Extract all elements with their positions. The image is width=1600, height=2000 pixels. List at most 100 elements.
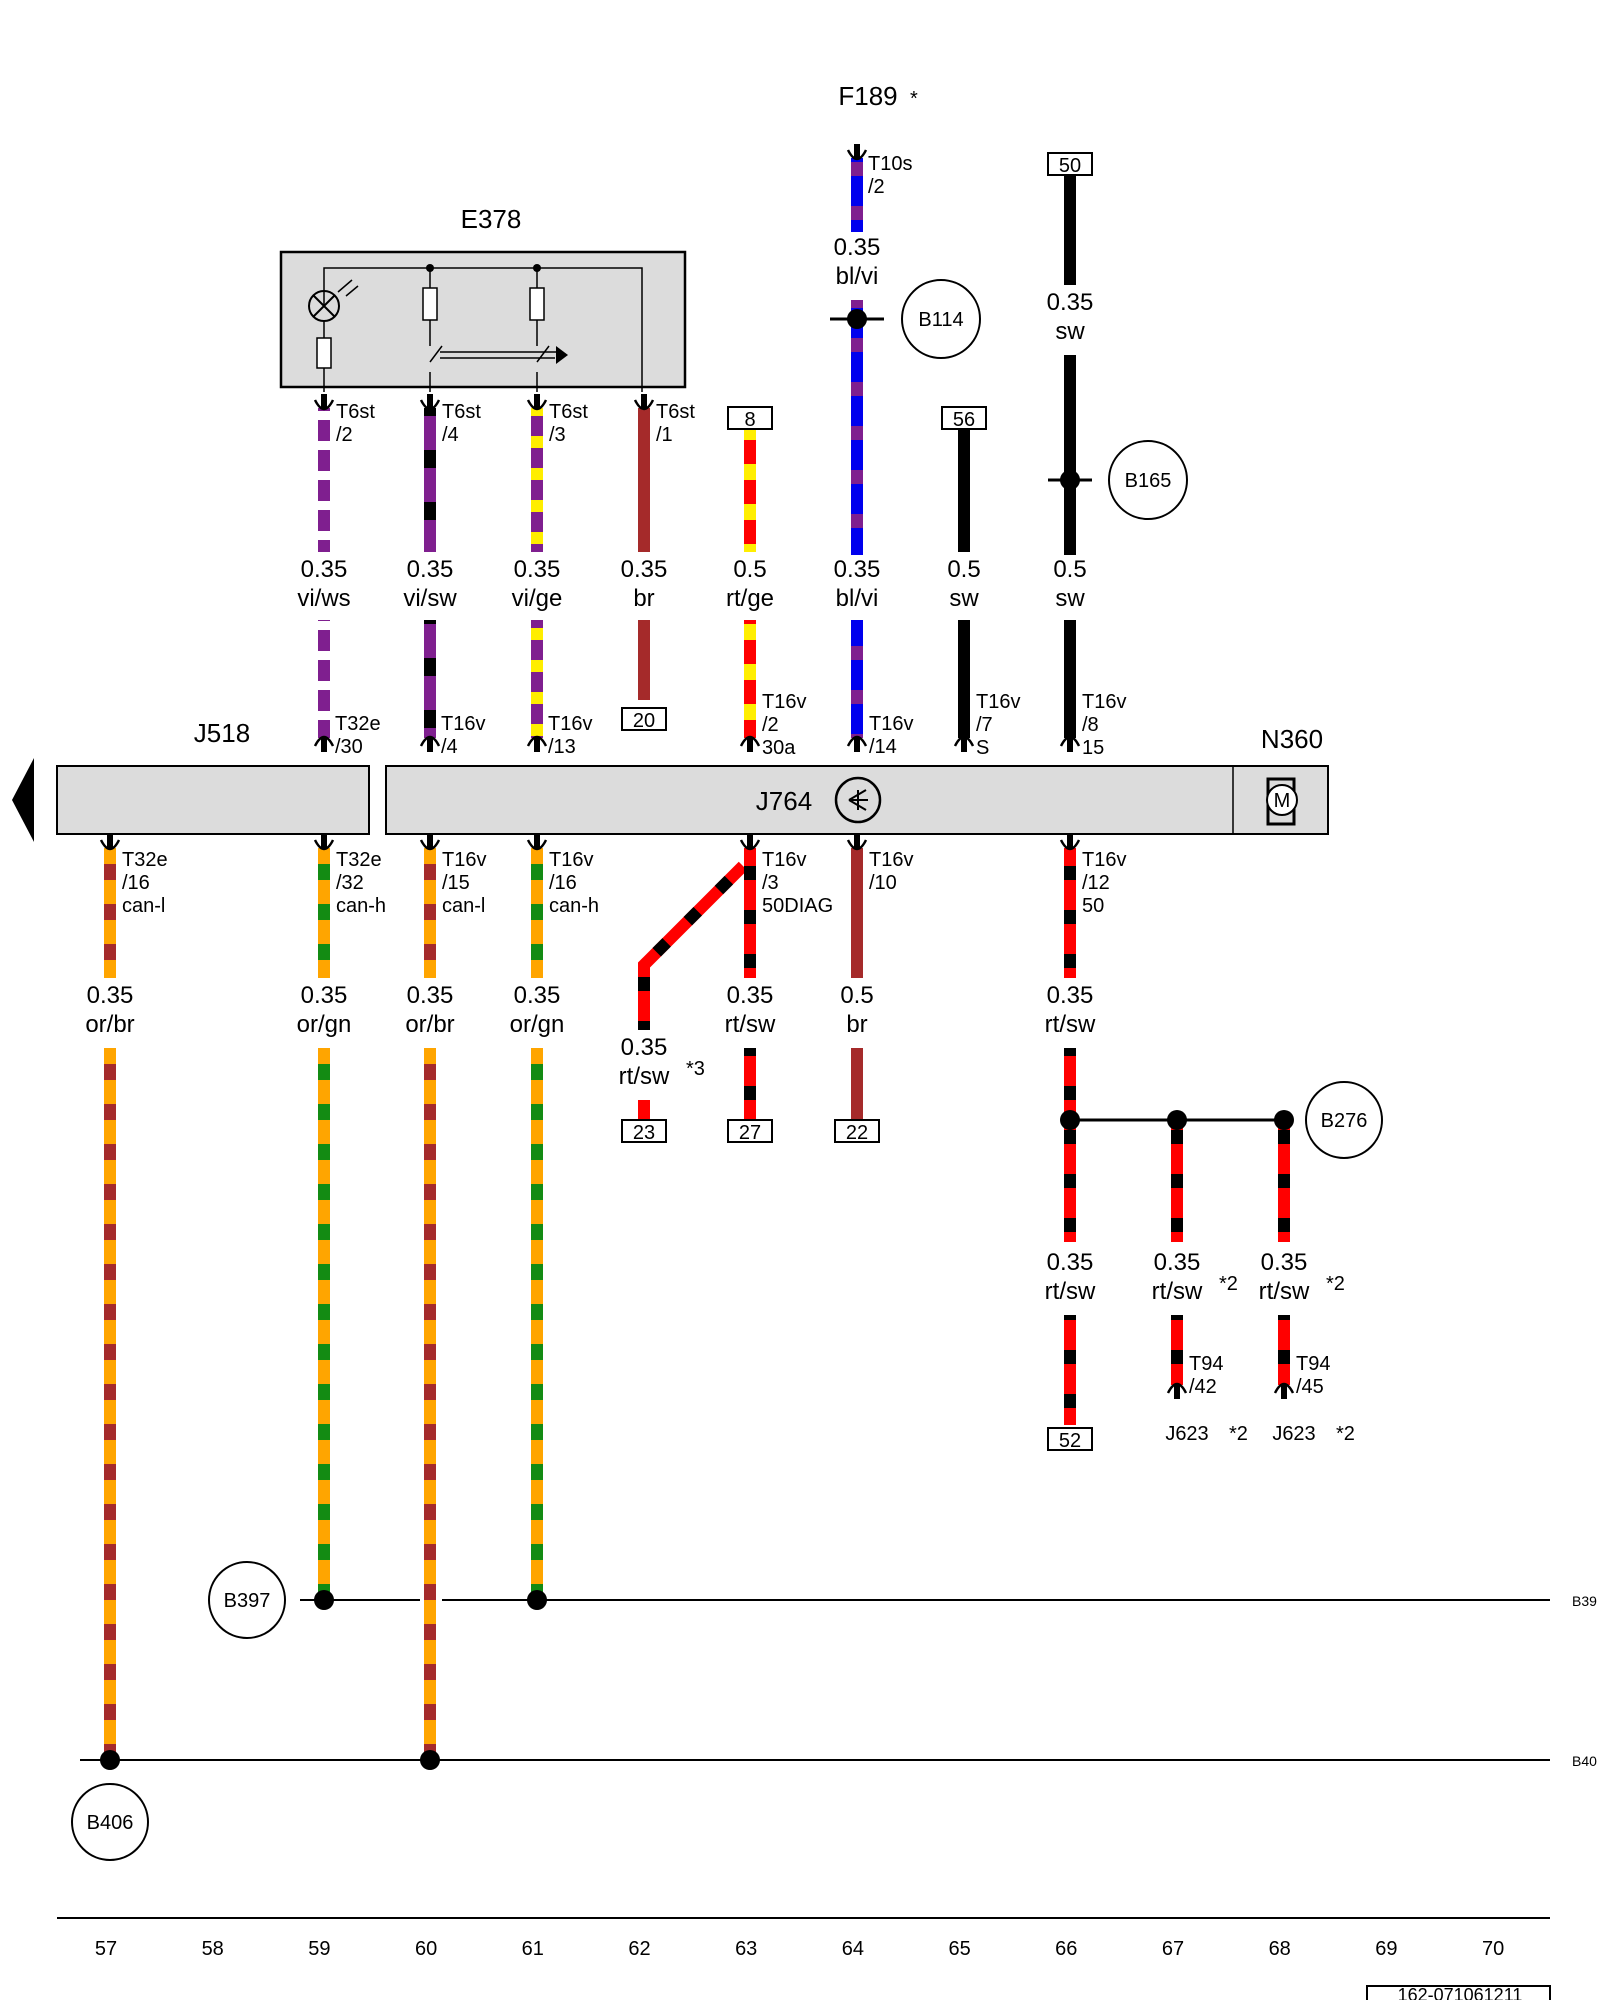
pin-t94-45-l2: /45 (1296, 1376, 1324, 1398)
wire-label-can-1-size: 0.35 (301, 982, 348, 1009)
connector-t16v-8 (1059, 735, 1081, 752)
arrow-icon (556, 346, 568, 364)
wire-label-f189-upper-color: bl/vi (836, 263, 879, 290)
pin-t16v-12-l2: /12 (1082, 872, 1110, 894)
pin-t10s-2-l2: /2 (868, 176, 885, 198)
terminal-20-label: 20 (633, 710, 655, 732)
pin-t16v-3-l2: /3 (762, 872, 779, 894)
track-number-64: 64 (842, 1938, 864, 1960)
wire-to-t94-45 (1278, 1315, 1290, 1385)
splice-b114-node (847, 309, 867, 329)
connector-t10s-2-pin (854, 144, 860, 158)
wire-f189-lower (851, 300, 863, 555)
wire-to-22 (851, 1048, 863, 1122)
terminal-8-label: 8 (744, 409, 755, 431)
track-number-62: 62 (628, 1938, 650, 1960)
connector-t10s-2-arc (846, 149, 868, 161)
pin-t16v-10-l1: T16v (869, 849, 913, 871)
resistor-icon-0 (422, 287, 438, 321)
pin-t16v-12-l1: T16v (1082, 849, 1126, 871)
pin-t16v-2-l3: 30a (762, 737, 796, 759)
wire-label-diag-branch-note: *3 (686, 1058, 705, 1080)
pin-t16v-14-l1: T16v (869, 713, 913, 735)
wire-label-can-3-color: or/gn (510, 1011, 565, 1038)
doc-number: 162-071061211 (1398, 1985, 1523, 2000)
wire-label-t8-size: 0.5 (733, 556, 766, 583)
resistor-icon-lamp (316, 337, 332, 369)
track-number-57: 57 (95, 1938, 117, 1960)
wire-label-can-2-size: 0.35 (407, 982, 454, 1009)
connector-t32e-30-pin (321, 738, 327, 752)
component-b165-circle (1108, 440, 1188, 520)
e378-internal-schematic (308, 264, 643, 392)
component-b165-label: B165 (1125, 470, 1172, 492)
wire-t50-upper (1064, 175, 1076, 285)
pin-e378-out-1-l1: T6st (442, 401, 481, 423)
track-number-61: 61 (522, 1938, 544, 1960)
connector-can-3-pin (534, 834, 540, 848)
connector-t16v-8-arc (1059, 735, 1081, 747)
connector-t16v-8-pin (1067, 738, 1073, 752)
pin-t16v-12-l3: 50 (1082, 895, 1104, 917)
wire-label-col-0-size: 0.35 (301, 556, 348, 583)
bus-b39-label: B39 (1572, 1593, 1597, 1609)
connector-can-1-pin (321, 834, 327, 848)
terminal-27-box (727, 1119, 773, 1143)
connector-t16v-14 (846, 735, 868, 752)
connector-t16v-13-pin (534, 738, 540, 752)
pin-t16v-2-l1: T16v (762, 691, 806, 713)
wire-can-upper-2 (424, 848, 436, 978)
connector-t16v-3 (739, 834, 761, 851)
connector-can-1 (313, 834, 335, 851)
connector-t16v-4-pin (427, 738, 433, 752)
connector-can-1-arc (313, 839, 335, 851)
track-number-59: 59 (308, 1938, 330, 1960)
component-b397-circle (208, 1561, 286, 1639)
component-j518-box (56, 765, 370, 835)
pin-t16v-13-l1: T16v (548, 713, 592, 735)
track-number-69: 69 (1375, 1938, 1397, 1960)
pin-t16v-7-l3: S (976, 737, 989, 759)
component-b406-label: B406 (87, 1812, 134, 1834)
connector-e378-out-0-pin (321, 394, 327, 408)
wire-label-col-2-color: vi/ge (512, 585, 563, 612)
splice-b397-node-1 (527, 1590, 547, 1610)
component-e378-label: E378 (461, 204, 522, 234)
splice-b397-node-0 (314, 1590, 334, 1610)
splice-b276-node-1 (1167, 1110, 1187, 1130)
switch-icon-0 (429, 345, 443, 392)
connector-e378-out-0 (313, 394, 335, 411)
terminal-23-label: 23 (633, 1122, 655, 1144)
connector-t32e-30 (313, 735, 335, 752)
connector-t10s-2 (846, 144, 868, 161)
terminal-50-box (1047, 152, 1093, 176)
wire-j764-in-14 (851, 620, 863, 738)
wire-label-can-0-size: 0.35 (87, 982, 134, 1009)
pin-can-2-l3: can-l (442, 895, 485, 917)
track-number-68: 68 (1269, 1938, 1291, 1960)
connector-e378-out-3 (633, 394, 655, 411)
wire-j764-in-13 (531, 620, 543, 738)
splice-b406-node-1 (420, 1750, 440, 1770)
wire-can-lower-1 (318, 1048, 330, 1600)
connector-can-0 (99, 834, 121, 851)
lamp-icon-cross (312, 294, 336, 318)
wire-to-52 (1064, 1315, 1076, 1425)
track-number-58: 58 (202, 1938, 224, 1960)
connector-t16v-2-pin (747, 738, 753, 752)
connector-e378-out-0-arc (313, 399, 335, 411)
wire-label-diag-main-color: rt/sw (725, 1011, 776, 1038)
component-b276-circle (1305, 1081, 1383, 1159)
splice-b165-node (1060, 470, 1080, 490)
track-number-67: 67 (1162, 1938, 1184, 1960)
connector-e378-out-2-arc (526, 399, 548, 411)
connector-t16v-4 (419, 735, 441, 752)
connector-e378-out-1 (419, 394, 441, 411)
pin-t16v-4-l1: T16v (441, 713, 485, 735)
component-j623-67-note: *2 (1229, 1423, 1248, 1445)
wire-label-t56-color: sw (949, 585, 979, 612)
pin-t16v-8-l3: 15 (1082, 737, 1104, 759)
pin-t16v-4-l2: /4 (441, 736, 458, 758)
wire-e378-out-1 (424, 408, 436, 552)
